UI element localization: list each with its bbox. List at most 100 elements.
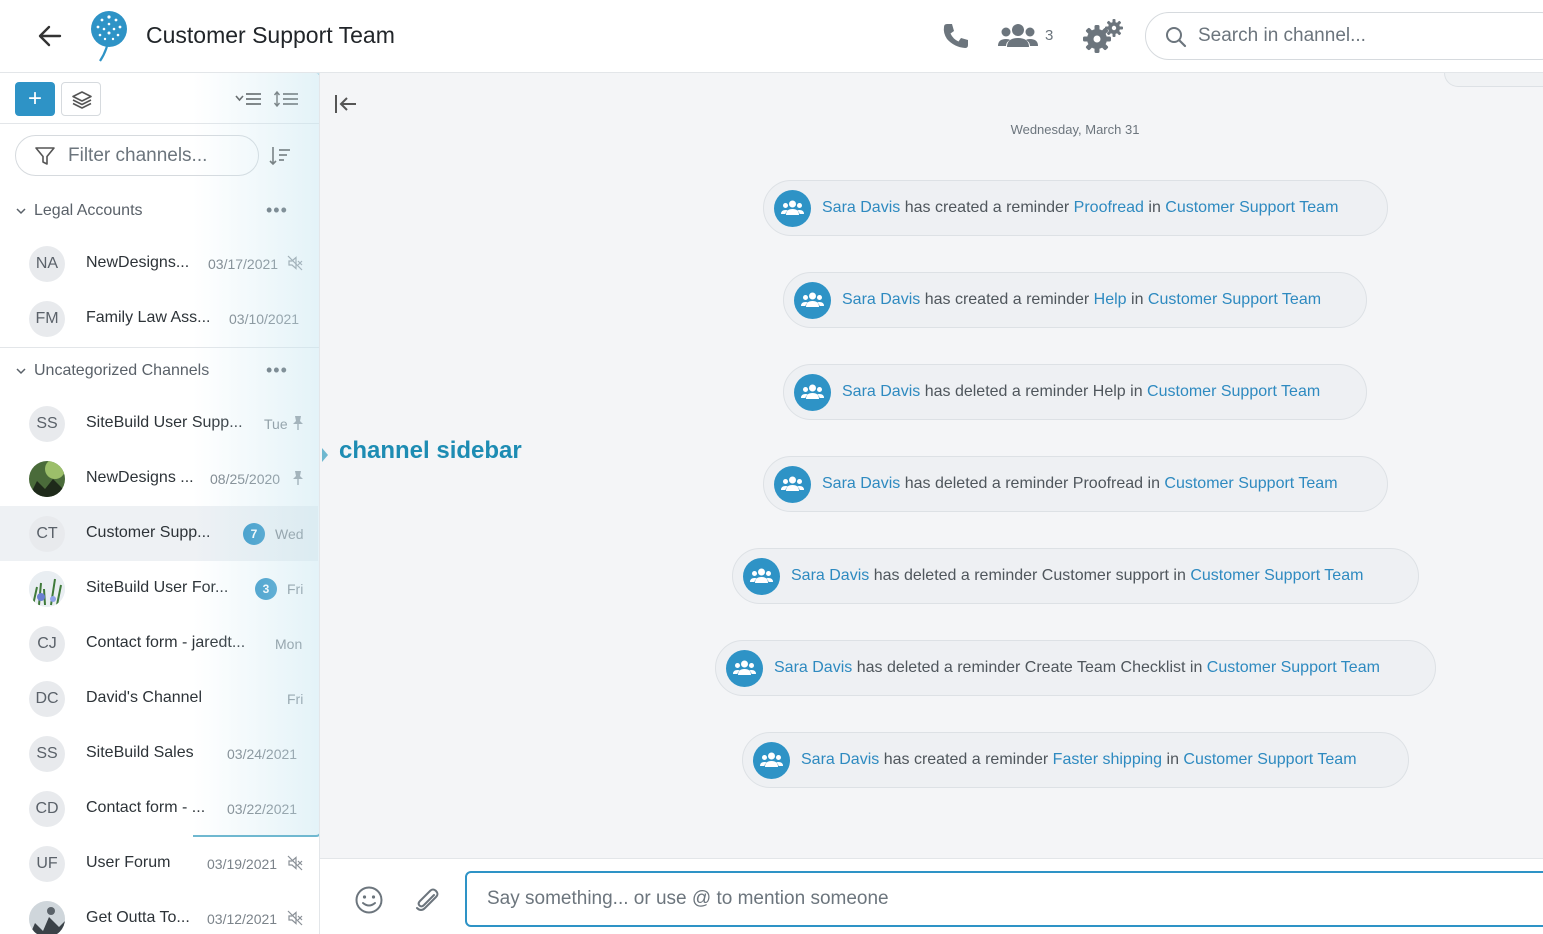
channel-row[interactable]: DC David's Channel Fri bbox=[0, 671, 318, 726]
channel-link[interactable]: Customer Support Team bbox=[1206, 659, 1380, 676]
message-in: in bbox=[1125, 383, 1148, 400]
add-channel-button[interactable]: + bbox=[15, 82, 55, 116]
group-icon bbox=[794, 282, 831, 319]
smiley-icon bbox=[355, 886, 383, 914]
reminder-name: Help bbox=[1092, 383, 1126, 400]
search-input[interactable] bbox=[1198, 23, 1538, 49]
avatar: FM bbox=[29, 301, 65, 337]
header: Customer Support Team 3 bbox=[0, 0, 1543, 73]
expand-list-icon bbox=[273, 90, 298, 108]
muted-icon bbox=[287, 855, 303, 871]
channel-link[interactable]: Customer Support Team bbox=[1164, 475, 1338, 492]
message-action: has deleted a reminder bbox=[900, 475, 1073, 492]
reminder-name: Create Team Checklist bbox=[1024, 659, 1186, 676]
user-link[interactable]: Sara Davis bbox=[842, 291, 921, 308]
avatar: SS bbox=[29, 736, 65, 772]
filter-input[interactable] bbox=[68, 144, 248, 168]
channel-name: Family Law Ass... bbox=[86, 309, 211, 326]
channel-row[interactable]: SS SiteBuild User Supp... Tue bbox=[0, 396, 318, 451]
avatar: SS bbox=[29, 406, 65, 442]
system-message: Sara Davis has created a reminder Proofr… bbox=[763, 180, 1388, 236]
channel-date: 03/10/2021 bbox=[229, 311, 300, 327]
sort-button[interactable] bbox=[268, 145, 292, 167]
search-icon bbox=[1166, 27, 1187, 48]
reminder-link[interactable]: Help bbox=[1093, 291, 1127, 308]
user-link[interactable]: Sara Davis bbox=[801, 751, 880, 768]
expand-all-button[interactable] bbox=[273, 89, 299, 109]
channel-row[interactable]: NA NewDesigns... 03/17/2021 bbox=[0, 236, 318, 291]
pin-icon bbox=[293, 416, 303, 430]
channel-search[interactable] bbox=[1145, 12, 1543, 60]
message-in: in bbox=[1143, 199, 1166, 216]
muted-icon bbox=[287, 910, 303, 926]
channel-row[interactable]: Get Outta To... 03/12/2021 bbox=[0, 891, 318, 934]
message-input[interactable] bbox=[465, 871, 1543, 927]
members-button[interactable] bbox=[998, 20, 1038, 52]
category-uncategorized-channels[interactable]: Uncategorized Channels ••• bbox=[0, 352, 319, 392]
attach-button[interactable] bbox=[412, 885, 442, 915]
reminder-link[interactable]: Proofread bbox=[1073, 199, 1144, 216]
group-icon bbox=[774, 190, 811, 227]
channel-row[interactable]: SiteBuild User For... 3 Fri bbox=[0, 561, 318, 616]
back-button[interactable] bbox=[34, 20, 66, 52]
user-link[interactable]: Sara Davis bbox=[791, 567, 870, 584]
settings-button[interactable] bbox=[1083, 18, 1123, 54]
emoji-button[interactable] bbox=[354, 885, 384, 915]
category-more-button[interactable]: ••• bbox=[266, 200, 288, 220]
system-message: Sara Davis has deleted a reminder Custom… bbox=[732, 548, 1419, 604]
paperclip-icon bbox=[416, 888, 439, 911]
channel-row[interactable]: NewDesigns ... 08/25/2020 bbox=[0, 451, 318, 506]
call-button[interactable] bbox=[940, 20, 972, 52]
collapse-list-icon bbox=[235, 93, 261, 105]
previous-message-edge bbox=[1444, 73, 1543, 87]
category-label: Legal Accounts bbox=[34, 202, 143, 219]
user-link[interactable]: Sara Davis bbox=[774, 659, 853, 676]
channel-date: Mon bbox=[275, 636, 303, 652]
group-icon bbox=[794, 374, 831, 411]
message-action: has deleted a reminder bbox=[852, 659, 1025, 676]
channel-date: 03/22/2021 bbox=[227, 801, 298, 817]
unread-badge: 7 bbox=[243, 523, 265, 545]
page-title: Customer Support Team bbox=[146, 22, 395, 48]
message-action: has created a reminder bbox=[879, 751, 1053, 768]
channel-filter[interactable] bbox=[15, 135, 259, 176]
avatar: DC bbox=[29, 681, 65, 717]
user-link[interactable]: Sara Davis bbox=[842, 383, 921, 400]
channel-row-active[interactable]: CT Customer Supp... 7 Wed bbox=[0, 506, 318, 561]
system-message: Sara Davis has deleted a reminder Create… bbox=[715, 640, 1436, 696]
channel-sidebar: + Legal Accounts ••• NA NewDesigns... 03… bbox=[0, 73, 320, 934]
layers-icon bbox=[72, 91, 92, 109]
channel-link[interactable]: Customer Support Team bbox=[1183, 751, 1357, 768]
channel-row[interactable]: CD Contact form - ... 03/22/2021 bbox=[0, 781, 318, 836]
message-in: in bbox=[1143, 475, 1165, 492]
channel-link[interactable]: Customer Support Team bbox=[1190, 567, 1364, 584]
callout-label: channel sidebar bbox=[339, 437, 522, 464]
avatar bbox=[29, 901, 65, 934]
callout-pointer bbox=[322, 448, 328, 462]
channel-link[interactable]: Customer Support Team bbox=[1147, 383, 1321, 400]
divider bbox=[0, 123, 319, 124]
channel-row[interactable]: FM Family Law Ass... 03/10/2021 bbox=[0, 291, 318, 346]
avatar-photo-icon bbox=[29, 571, 65, 607]
collapse-all-button[interactable] bbox=[234, 89, 262, 109]
pin-icon bbox=[293, 471, 303, 485]
category-more-button[interactable]: ••• bbox=[266, 360, 288, 380]
avatar: UF bbox=[29, 846, 65, 882]
channel-link[interactable]: Customer Support Team bbox=[1147, 291, 1322, 308]
avatar: CJ bbox=[29, 626, 65, 662]
channel-row[interactable]: CJ Contact form - jaredt... Mon bbox=[0, 616, 318, 671]
avatar: NA bbox=[29, 246, 65, 282]
filter-icon bbox=[35, 147, 55, 165]
categories-button[interactable] bbox=[61, 82, 101, 116]
group-icon bbox=[726, 650, 763, 687]
user-link[interactable]: Sara Davis bbox=[822, 199, 901, 216]
channel-link[interactable]: Customer Support Team bbox=[1165, 199, 1339, 216]
channel-name: NewDesigns... bbox=[86, 254, 190, 271]
collapse-sidebar-button[interactable] bbox=[333, 92, 359, 116]
channel-row[interactable]: UF User Forum 03/19/2021 bbox=[0, 836, 318, 891]
chevron-down-icon bbox=[16, 208, 26, 215]
channel-row[interactable]: SS SiteBuild Sales 03/24/2021 bbox=[0, 726, 318, 781]
user-link[interactable]: Sara Davis bbox=[822, 475, 901, 492]
category-legal-accounts[interactable]: Legal Accounts ••• bbox=[0, 192, 319, 232]
reminder-link[interactable]: Faster shipping bbox=[1052, 751, 1163, 768]
